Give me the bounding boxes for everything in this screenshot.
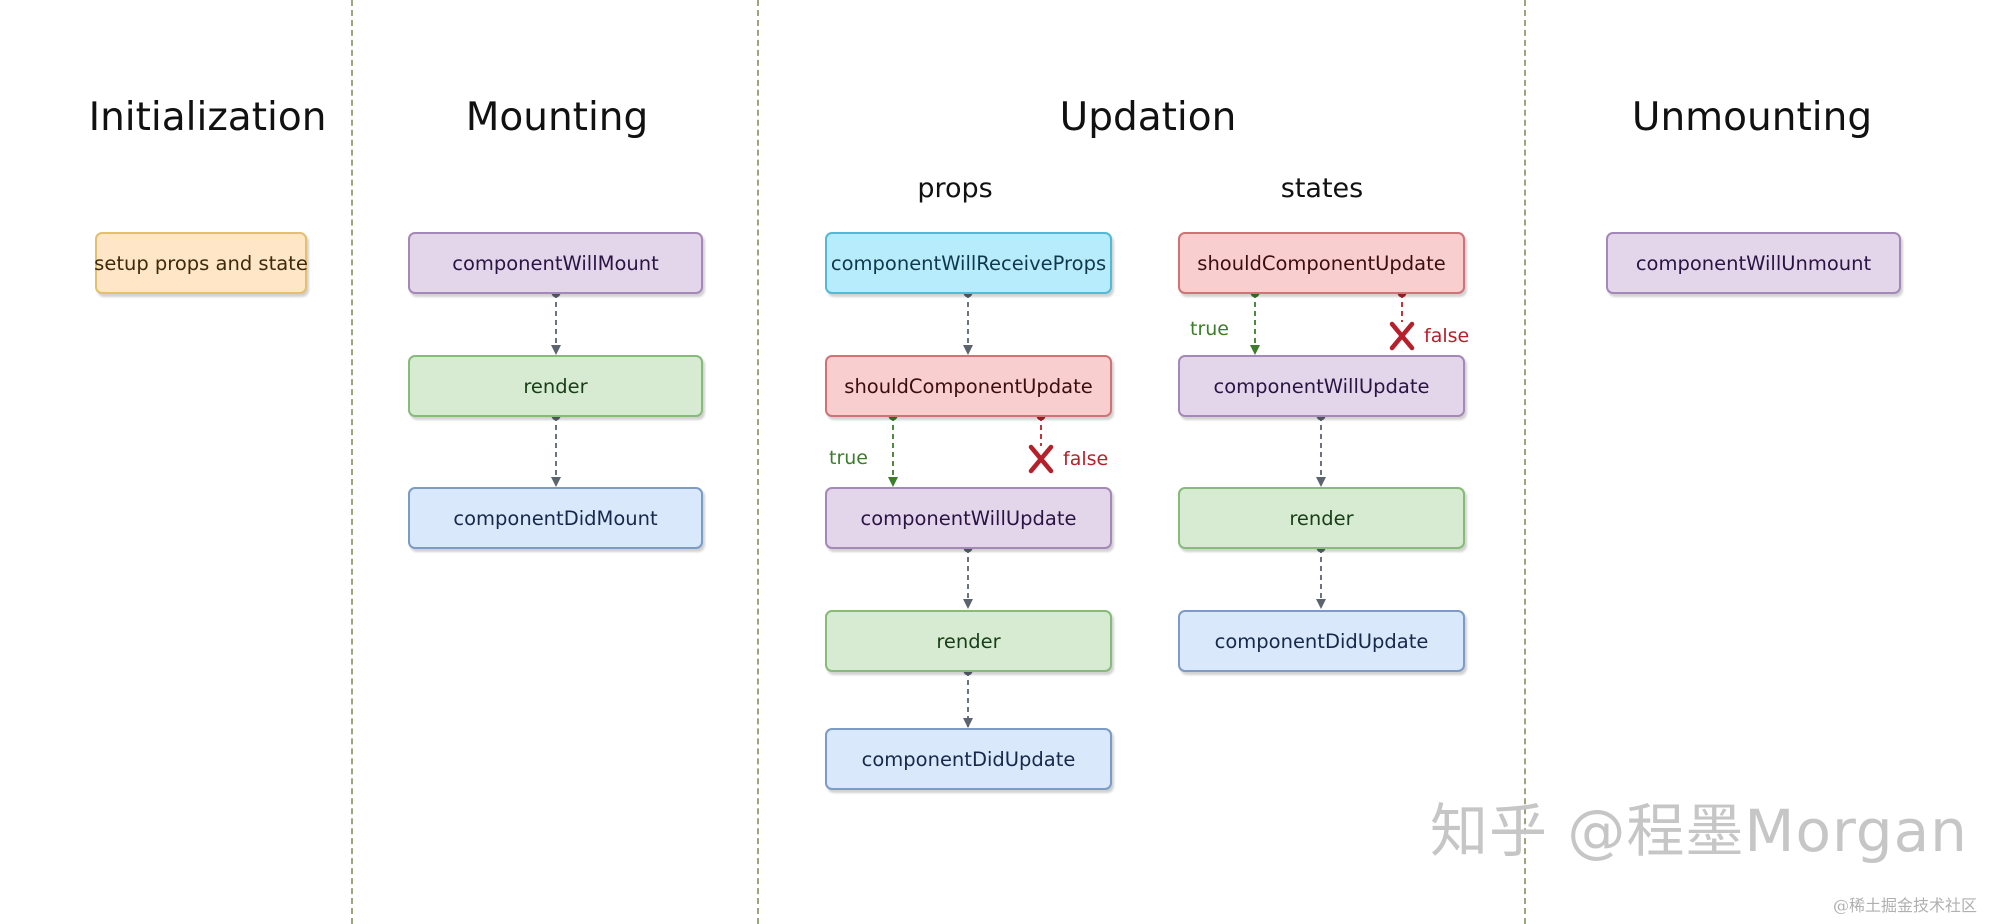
node-states-component-did-update: componentDidUpdate — [1178, 610, 1465, 672]
edge-states-willupdate-to-render — [1316, 411, 1326, 487]
watermark-juejin: @稀土掘金技术社区 — [1833, 896, 1978, 915]
node-component-did-mount: componentDidMount — [408, 487, 703, 549]
section-title-updation: Updation — [1059, 95, 1237, 140]
subsection-title-states: states — [1280, 173, 1364, 204]
edge-states-true-branch — [1250, 288, 1260, 355]
edge-props-willupdate-to-render — [963, 543, 973, 609]
node-component-will-receive-props: componentWillReceiveProps — [825, 232, 1112, 294]
edge-render-to-didmount — [551, 411, 561, 487]
edge-states-render-to-didupdate — [1316, 543, 1326, 609]
edge-label-states-false: false — [1424, 325, 1470, 347]
node-component-will-unmount: componentWillUnmount — [1606, 232, 1901, 294]
edge-props-true-branch — [888, 411, 898, 487]
edge-receiveprops-to-shouldupdate — [963, 288, 973, 355]
section-title-unmounting: Unmounting — [1631, 95, 1873, 140]
divider-updation-unmounting — [1524, 0, 1526, 924]
section-title-mounting: Mounting — [465, 95, 649, 140]
edge-label-states-true: true — [1190, 318, 1229, 340]
edge-label-props-true: true — [829, 447, 868, 469]
false-x-icon — [1028, 444, 1054, 474]
subsection-title-props: props — [917, 173, 993, 204]
node-states-component-will-update: componentWillUpdate — [1178, 355, 1465, 417]
node-setup-props-and-state: setup props and state — [94, 232, 308, 294]
node-props-should-component-update: shouldComponentUpdate — [825, 355, 1112, 417]
node-component-will-mount: componentWillMount — [408, 232, 703, 294]
divider-mounting-updation — [757, 0, 759, 924]
node-props-component-did-update: componentDidUpdate — [825, 728, 1112, 790]
divider-initialization-mounting — [351, 0, 353, 924]
section-title-initialization: Initialization — [88, 95, 327, 140]
edge-props-render-to-didupdate — [963, 666, 973, 728]
watermark-zhihu: 知乎 @程墨Morgan — [1430, 797, 1968, 865]
false-x-icon — [1389, 321, 1415, 351]
node-mount-render: render — [408, 355, 703, 417]
edge-label-props-false: false — [1063, 448, 1109, 470]
node-props-component-will-update: componentWillUpdate — [825, 487, 1112, 549]
node-props-render: render — [825, 610, 1112, 672]
node-states-render: render — [1178, 487, 1465, 549]
edge-willmount-to-render — [551, 288, 561, 355]
node-states-should-component-update: shouldComponentUpdate — [1178, 232, 1465, 294]
